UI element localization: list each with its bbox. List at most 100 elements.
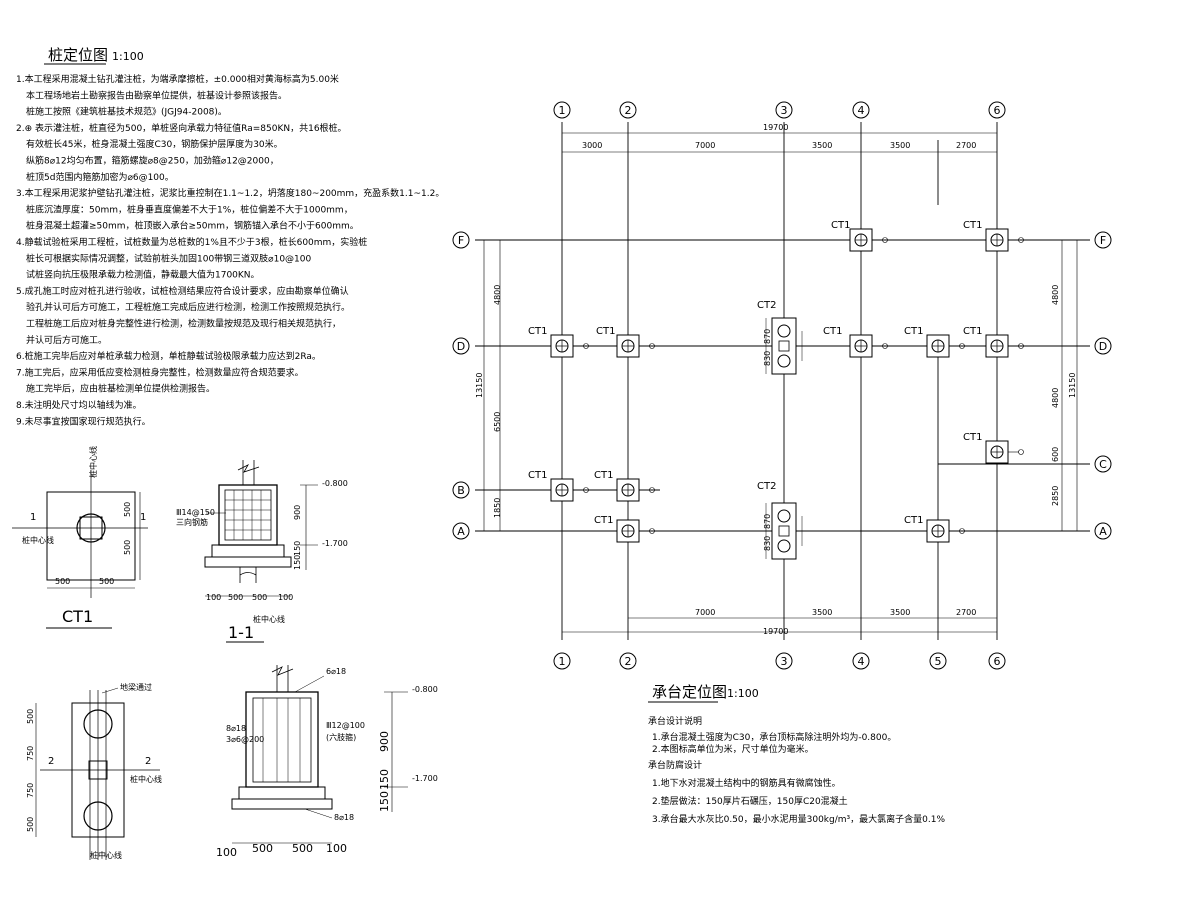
cap-label-ct1: CT1 xyxy=(963,220,982,231)
axis-bubble xyxy=(553,101,571,119)
dim-tick-icon xyxy=(649,343,655,349)
s11-rebar-label2: 三向钢筋 xyxy=(176,517,208,527)
ct2-pile-label2: 桩中心线 xyxy=(90,850,122,860)
right-item2-1: 1.地下水对混凝土结构中的钢筋具有微腐蚀性。 xyxy=(652,777,841,789)
axis-label: 1 xyxy=(559,104,566,117)
dim-tick-icon xyxy=(1018,449,1024,455)
plan-dim-right-total: 13150 xyxy=(1068,373,1077,398)
left-notes: 桩定位图 1:100 1.本工程采用混凝土钻孔灌注桩，为端承摩擦桩，±0.000… xyxy=(16,46,444,427)
s22-elev-bot: -1.700 xyxy=(412,774,438,783)
s22-dim-h1: 100 xyxy=(216,846,237,859)
ct2-dim: 870 xyxy=(763,329,772,344)
plan-dim-right: 4800 xyxy=(1051,285,1060,305)
left-note-line: 6.桩施工完毕后应对单桩承载力检测，单桩静载试验极限承载力应达到2Ra。 xyxy=(16,350,321,362)
ct1-plan: 1 1 桩中心线 桩中心线 500 500 500 500 CT1 xyxy=(12,446,148,629)
s22-dim-h3: 500 xyxy=(292,842,313,855)
s11-dim-900: 900 xyxy=(293,505,302,520)
ct2-plan: 地梁通过 桩中心线 桩中心线 2 2 500 750 750 500 xyxy=(26,682,162,860)
left-note-line: 本工程场地岩土勘察报告由勘察单位提供，桩基设计参照该报告。 xyxy=(26,89,287,101)
axis-bubble xyxy=(775,101,793,119)
left-note-line: 桩底沉渣厚度：50mm，桩身垂直度偏差不大于1%，桩位偏差不大于1000mm， xyxy=(26,203,353,215)
axis-bubble xyxy=(1094,522,1112,540)
ct1-label: CT1 xyxy=(62,607,93,626)
cap-label-ct1: CT1 xyxy=(963,432,982,443)
axis-label: 5 xyxy=(935,655,942,668)
plan-dim-bottom: 7000 xyxy=(695,608,715,617)
cap-label-ct1: CT1 xyxy=(594,470,613,481)
dim-tick-icon xyxy=(882,237,888,243)
s22-top-rebar: 6⌀18 xyxy=(326,667,346,676)
column-square xyxy=(778,525,790,537)
pile-circle xyxy=(777,509,791,523)
axis-bubble xyxy=(452,337,470,355)
s22-dim-h2: 500 xyxy=(252,842,273,855)
plan-dim-top: 7000 xyxy=(695,141,715,150)
axis-label: 4 xyxy=(858,655,865,668)
plan-dim-bottom-total: 19700 xyxy=(763,627,788,636)
axis-label: B xyxy=(457,484,465,497)
right-notes: 承台定位图 1:100 承台设计说明 1.承台混凝土强度为C30，承台顶标高除注… xyxy=(648,683,945,825)
plan-dim-top-total: 19700 xyxy=(763,123,788,132)
plan-dim-bottom: 3500 xyxy=(812,608,832,617)
left-note-line: 并认可后方可施工。 xyxy=(26,334,107,346)
s11-elev-bot: -1.700 xyxy=(322,539,348,548)
axis-bubble xyxy=(1094,231,1112,249)
left-note-line: 7.施工完后，应采用低应变检测桩身完整性，检测数量应符合规范要求。 xyxy=(16,366,304,378)
cap-label-ct2: CT2 xyxy=(757,481,776,492)
left-note-line: 2.⊕ 表示灌注桩，桩直径为500，单桩竖向承载力特征值Ra=850KN，共16… xyxy=(16,122,347,134)
axis-label: 2 xyxy=(625,655,632,668)
s22-dim-900: 900 xyxy=(378,731,391,752)
axis-label: C xyxy=(1099,458,1107,471)
left-note-line: 4.静载试验桩采用工程桩，试桩数量为总桩数的1%且不少于3根，桩长600mm，实… xyxy=(16,236,367,248)
left-title: 桩定位图 xyxy=(48,46,108,64)
left-note-line: 桩身混凝土超灌≥50mm，桩顶嵌入承台≥50mm，钢筋锚入承台不小于600mm。 xyxy=(26,220,359,232)
axis-bubble xyxy=(929,652,947,670)
ct1-pile-label-v: 桩中心线 xyxy=(88,446,98,478)
plan-dim-left: 4800 xyxy=(493,285,502,305)
right-scale: 1:100 xyxy=(727,687,759,700)
s11-dim-h2: 500 xyxy=(228,593,243,602)
axis-bubble xyxy=(619,652,637,670)
plan-dim-top: 2700 xyxy=(956,141,976,150)
axis-bubble xyxy=(988,652,1006,670)
left-note-line: 桩施工按照《建筑桩基技术规范》(JGJ94-2008)。 xyxy=(26,106,227,118)
ct1-pile-label-h: 桩中心线 xyxy=(22,535,54,545)
column-square xyxy=(778,340,790,352)
left-note-line: 纵筋8⌀12均匀布置，箍筋螺旋⌀8@250，加劲箍⌀12@2000， xyxy=(26,155,279,167)
left-note-line: 5.成孔施工时应对桩孔进行验收，试桩检测结果应符合设计要求，应由勘察单位确认 xyxy=(16,285,349,297)
dim-tick-icon xyxy=(959,343,965,349)
axis-bubble xyxy=(452,231,470,249)
axis-bubble xyxy=(619,101,637,119)
dim-tick-icon xyxy=(583,487,589,493)
s11-dim-h4: 100 xyxy=(278,593,293,602)
section-2-2: 6⌀18 8⌀18 3⌀6@200 Ⅲ12@100 (六肢箍) 8⌀18 -0.… xyxy=(216,665,438,859)
dim-tick-icon xyxy=(649,528,655,534)
left-scale: 1:100 xyxy=(112,50,144,63)
ct2-section-mark-right: 2 xyxy=(145,756,151,767)
axis-bubble xyxy=(852,652,870,670)
right-item1-2: 2.本图标高单位为米，尺寸单位为毫米。 xyxy=(652,743,814,755)
cap-label-ct1: CT1 xyxy=(528,470,547,481)
right-header1: 承台设计说明 xyxy=(648,715,702,727)
ct1-dim-v2: 500 xyxy=(123,540,132,555)
cap-label-ct1: CT1 xyxy=(904,515,923,526)
axis-bubble xyxy=(553,652,571,670)
axis-bubble xyxy=(1094,337,1112,355)
ct2-dim-4: 500 xyxy=(26,817,35,832)
plan-dim-right: 600 xyxy=(1051,447,1060,462)
plan-dim-bottom: 3500 xyxy=(890,608,910,617)
axis-bubble xyxy=(1094,455,1112,473)
ct2-dim-3: 750 xyxy=(26,783,35,798)
ct2-dim: 830 xyxy=(763,351,772,366)
ct2-dim: 870 xyxy=(763,514,772,529)
pile-circle xyxy=(777,539,791,553)
axis-label: 3 xyxy=(781,655,788,668)
ct2-dim-1: 500 xyxy=(26,709,35,724)
left-note-line: 桩长可根据实际情况调整，试验前桩头加固100带钢三道双肢⌀10@100 xyxy=(26,252,312,264)
ct1-section-mark-right: 1 xyxy=(140,512,146,523)
s22-side-rebar2: 3⌀6@200 xyxy=(226,735,264,744)
axis-label: 4 xyxy=(858,104,865,117)
axis-label: 1 xyxy=(559,655,566,668)
plan-dim-right: 2850 xyxy=(1051,486,1060,506)
pile-circle xyxy=(777,354,791,368)
